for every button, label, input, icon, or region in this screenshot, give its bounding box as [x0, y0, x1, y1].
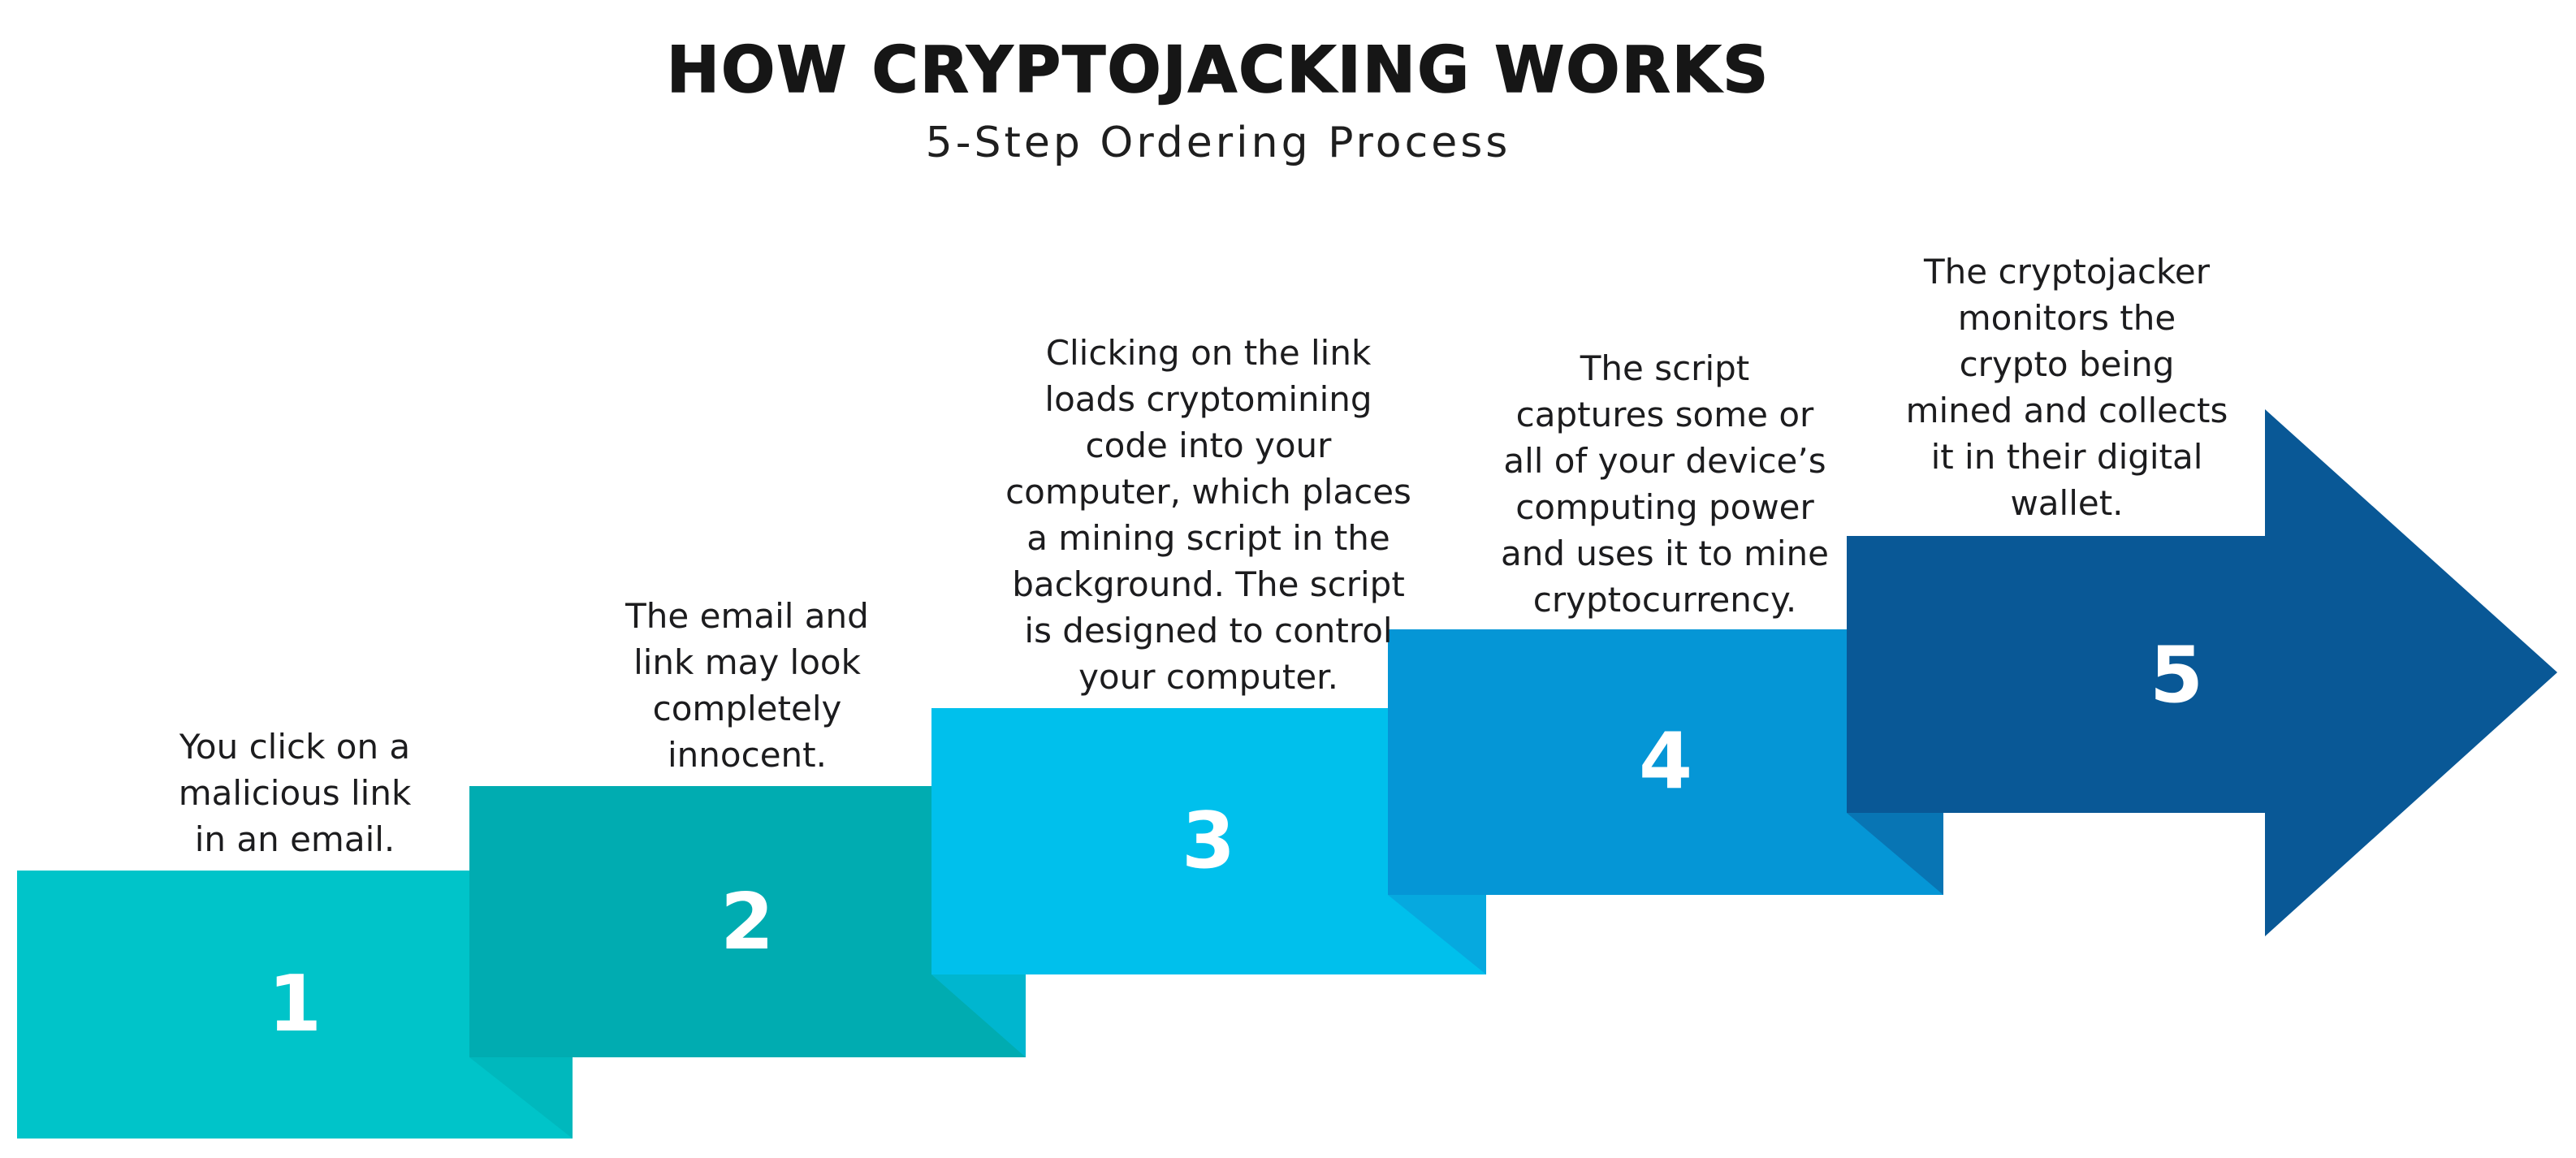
step-2-description: The email and link may look completely i… — [625, 596, 869, 775]
page-title: HOW CRYPTOJACKING WORKS — [666, 33, 1770, 108]
step-2-number: 2 — [720, 878, 775, 967]
step-4-description: The script captures some or all of your … — [1501, 348, 1829, 620]
page-subtitle: 5-Step Ordering Process — [925, 119, 1511, 167]
step-1-number: 1 — [267, 960, 322, 1049]
step-3-number: 3 — [1181, 797, 1236, 886]
step-3-description: Clicking on the link loads cryptomining … — [1005, 333, 1411, 697]
step-5-number: 5 — [2149, 631, 2204, 720]
step-5-description: The cryptojacker monitors the crypto bei… — [1905, 252, 2228, 523]
step-4-number: 4 — [1638, 717, 1693, 806]
step-1-description: You click on a malicious link in an emai… — [178, 727, 412, 859]
